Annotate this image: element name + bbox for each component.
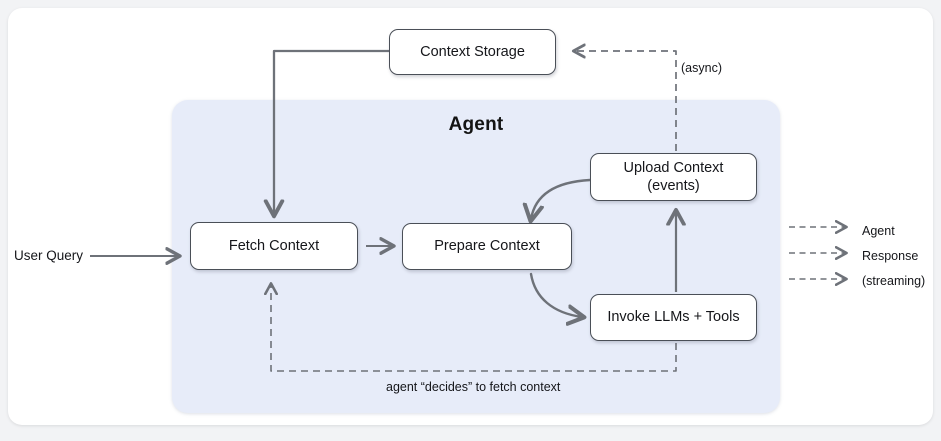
node-prepare-context[interactable]: Prepare Context: [402, 223, 572, 270]
node-context-storage[interactable]: Context Storage: [389, 29, 556, 75]
label-agent-decides: agent “decides” to fetch context: [386, 380, 561, 394]
node-invoke-llms-tools-label: Invoke LLMs + Tools: [607, 309, 740, 326]
label-async: (async): [681, 61, 722, 75]
legend-label-2: Response: [862, 249, 919, 263]
node-fetch-context-label: Fetch Context: [228, 237, 320, 254]
node-fetch-context[interactable]: Fetch Context: [190, 222, 358, 270]
node-context-storage-label: Context Storage: [420, 43, 525, 60]
node-upload-context-label-line1: Upload Context: [623, 159, 724, 176]
node-invoke-llms-tools[interactable]: Invoke LLMs + Tools: [590, 294, 757, 341]
legend-label-3: (streaming): [862, 274, 926, 288]
node-prepare-context-label: Prepare Context: [434, 238, 540, 255]
node-upload-context-label-line2: (events): [647, 178, 700, 194]
node-upload-context-label: Upload Context (events): [624, 159, 724, 195]
legend-label-1: Agent: [862, 224, 895, 238]
label-user-query: User Query: [14, 248, 84, 263]
legend: Agent Response (streaming): [862, 219, 925, 294]
agent-panel-title: Agent: [448, 114, 504, 135]
node-upload-context[interactable]: Upload Context (events): [590, 153, 757, 201]
